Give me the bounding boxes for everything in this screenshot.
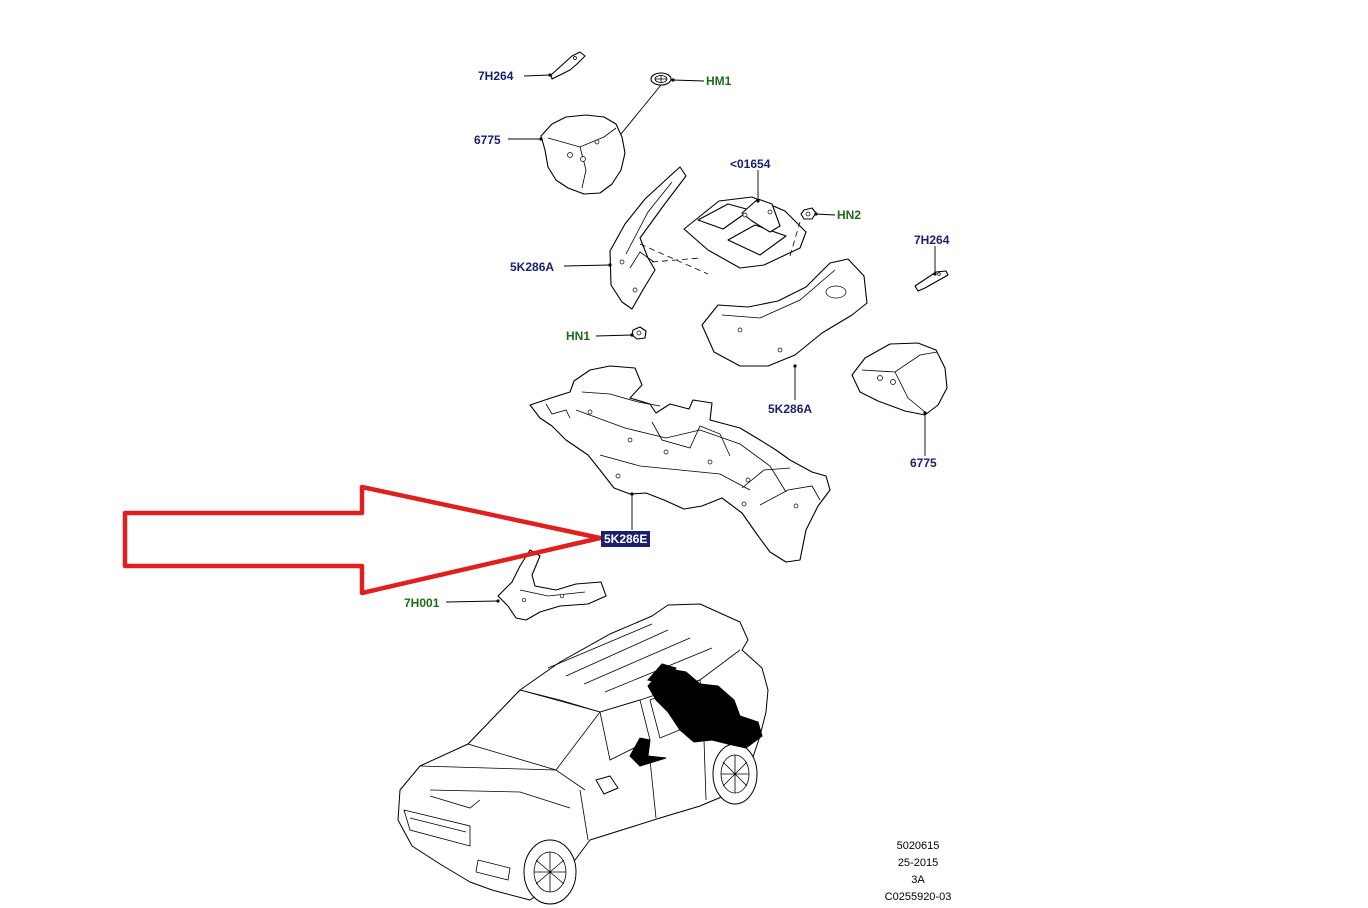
callout-5k286a-right[interactable]: 5K286A: [768, 402, 813, 416]
part-6775-left[interactable]: [540, 114, 626, 195]
callout-5k286a-left[interactable]: 5K286A: [510, 260, 555, 274]
part-7h264-top[interactable]: [550, 51, 586, 80]
vehicle-highlight-floor-insulator: [647, 667, 763, 749]
callout-01654[interactable]: <01654: [730, 157, 771, 171]
part-hm1-grommet[interactable]: [650, 72, 672, 86]
part-5k286e-floor-insulator[interactable]: [529, 365, 831, 563]
part-hn1-nut[interactable]: [631, 326, 647, 340]
callout-7h264-top[interactable]: 7H264: [478, 69, 514, 83]
reference-line-3: 3A: [911, 874, 925, 886]
illustration-reference-block: 5020615 25-2015 3A C0255920-03: [868, 838, 968, 906]
vehicle-locator-illustration: [397, 603, 769, 905]
callout-hm1[interactable]: HM1: [706, 74, 732, 88]
callout-7h001[interactable]: 7H001: [404, 596, 440, 610]
leader-lines: [445, 73, 937, 603]
reference-line-1: 5020615: [896, 840, 940, 852]
part-hn2-nut[interactable]: [800, 207, 817, 220]
part-5k286a-left[interactable]: [609, 166, 687, 310]
part-01654-panel[interactable]: [683, 196, 807, 269]
part-6775-right[interactable]: [851, 342, 948, 416]
callout-7h264-right[interactable]: 7H264: [914, 233, 950, 247]
callout-hn2[interactable]: HN2: [837, 208, 862, 222]
callout-6775-left[interactable]: 6775: [474, 133, 501, 147]
vehicle-body: [397, 603, 769, 901]
callout-5k286e-selected[interactable]: 5K286E: [600, 531, 651, 547]
part-7h001-bracket[interactable]: [497, 549, 607, 621]
assembly-guide-lines: [639, 221, 801, 275]
reference-line-4: C0255920-03: [884, 891, 952, 903]
reference-line-2: 25-2015: [897, 857, 939, 869]
part-5k286a-right[interactable]: [701, 258, 868, 367]
callout-hn1[interactable]: HN1: [566, 329, 591, 343]
highlight-arrow: [122, 484, 603, 596]
callout-6775-right[interactable]: 6775: [910, 456, 937, 470]
part-7h264-right[interactable]: [914, 270, 949, 292]
